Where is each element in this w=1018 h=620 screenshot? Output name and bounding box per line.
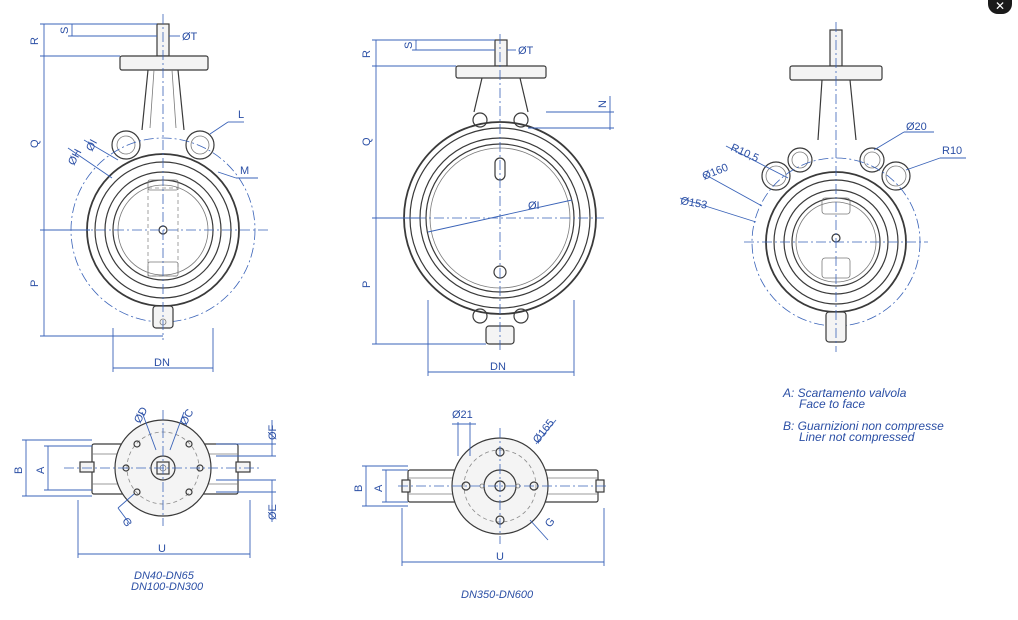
close-button[interactable]: ✕ (988, 0, 1012, 14)
dim-d21-label: Ø21 (452, 409, 473, 421)
dim-g-label: G (543, 516, 558, 530)
caption-dn350-dn600: DN350-DN600 (461, 589, 534, 601)
top-view-small: ØD ØC ØF ØE B A G U DN40-DN65 DN100-DN30… (13, 405, 279, 593)
dim-i-label: ØI (84, 138, 100, 154)
dim-h-label: ØH (66, 147, 84, 167)
dim-m-label: M (240, 165, 249, 177)
caption-dn40-dn65: DN40-DN65 (134, 570, 195, 582)
dim-dn-label: DN (490, 361, 506, 373)
dim-p-label: P (361, 281, 373, 288)
dim-r10-label: R10 (942, 145, 962, 157)
note-b-line2: Liner not compressed (799, 430, 915, 444)
dim-p-label: P (29, 280, 41, 287)
dim-q-label: Q (361, 137, 373, 146)
dim-a-label: A (373, 484, 385, 492)
dim-l-label: L (238, 109, 244, 121)
note-b-line1: B: Guarnizioni non compresse (783, 419, 944, 433)
caption-dn100-dn300: DN100-DN300 (131, 581, 204, 593)
notes: A: Scartamento valvola Face to face B: G… (782, 386, 944, 444)
dim-u-label: U (496, 551, 504, 563)
dim-dn-label: DN (154, 357, 170, 369)
dim-e-label: ØE (267, 504, 279, 520)
top-view-large: Ø21 Ø165 B A G U DN350-DN600 (353, 409, 606, 601)
dim-i-label: ØI (528, 200, 540, 212)
dim-s-label: S (403, 42, 415, 49)
dim-r105-label: R10,5 (729, 142, 761, 165)
front-view-large: R S ØT N Q ØI P DN (361, 34, 614, 376)
front-view-small: R S ØT Q ØH ØI L M P DN (29, 14, 268, 372)
dim-u-label: U (158, 543, 166, 555)
note-a-line1: A: Scartamento valvola (782, 386, 907, 400)
dim-d165-label: Ø165 (531, 417, 557, 446)
dim-s-label: S (59, 27, 71, 34)
dim-d160-label: Ø160 (701, 162, 730, 183)
dim-b-label: B (353, 485, 365, 492)
dim-d153-label: Ø153 (679, 195, 708, 211)
dim-g-label: G (119, 516, 134, 529)
dim-r-label: R (29, 37, 41, 45)
dim-d20-label: Ø20 (906, 121, 927, 133)
dim-a-label: A (35, 466, 47, 474)
dim-q-label: Q (29, 139, 41, 148)
dim-r-label: R (361, 50, 373, 58)
dim-t-label: ØT (518, 45, 534, 57)
dim-n-label: N (597, 100, 609, 108)
dim-b-label: B (13, 467, 25, 474)
dim-t-label: ØT (182, 31, 198, 43)
dim-f-label: ØF (267, 424, 279, 440)
note-a-line2: Face to face (799, 397, 865, 411)
front-view-detail: Ø20 R10 R10,5 Ø160 Ø153 (679, 22, 966, 352)
